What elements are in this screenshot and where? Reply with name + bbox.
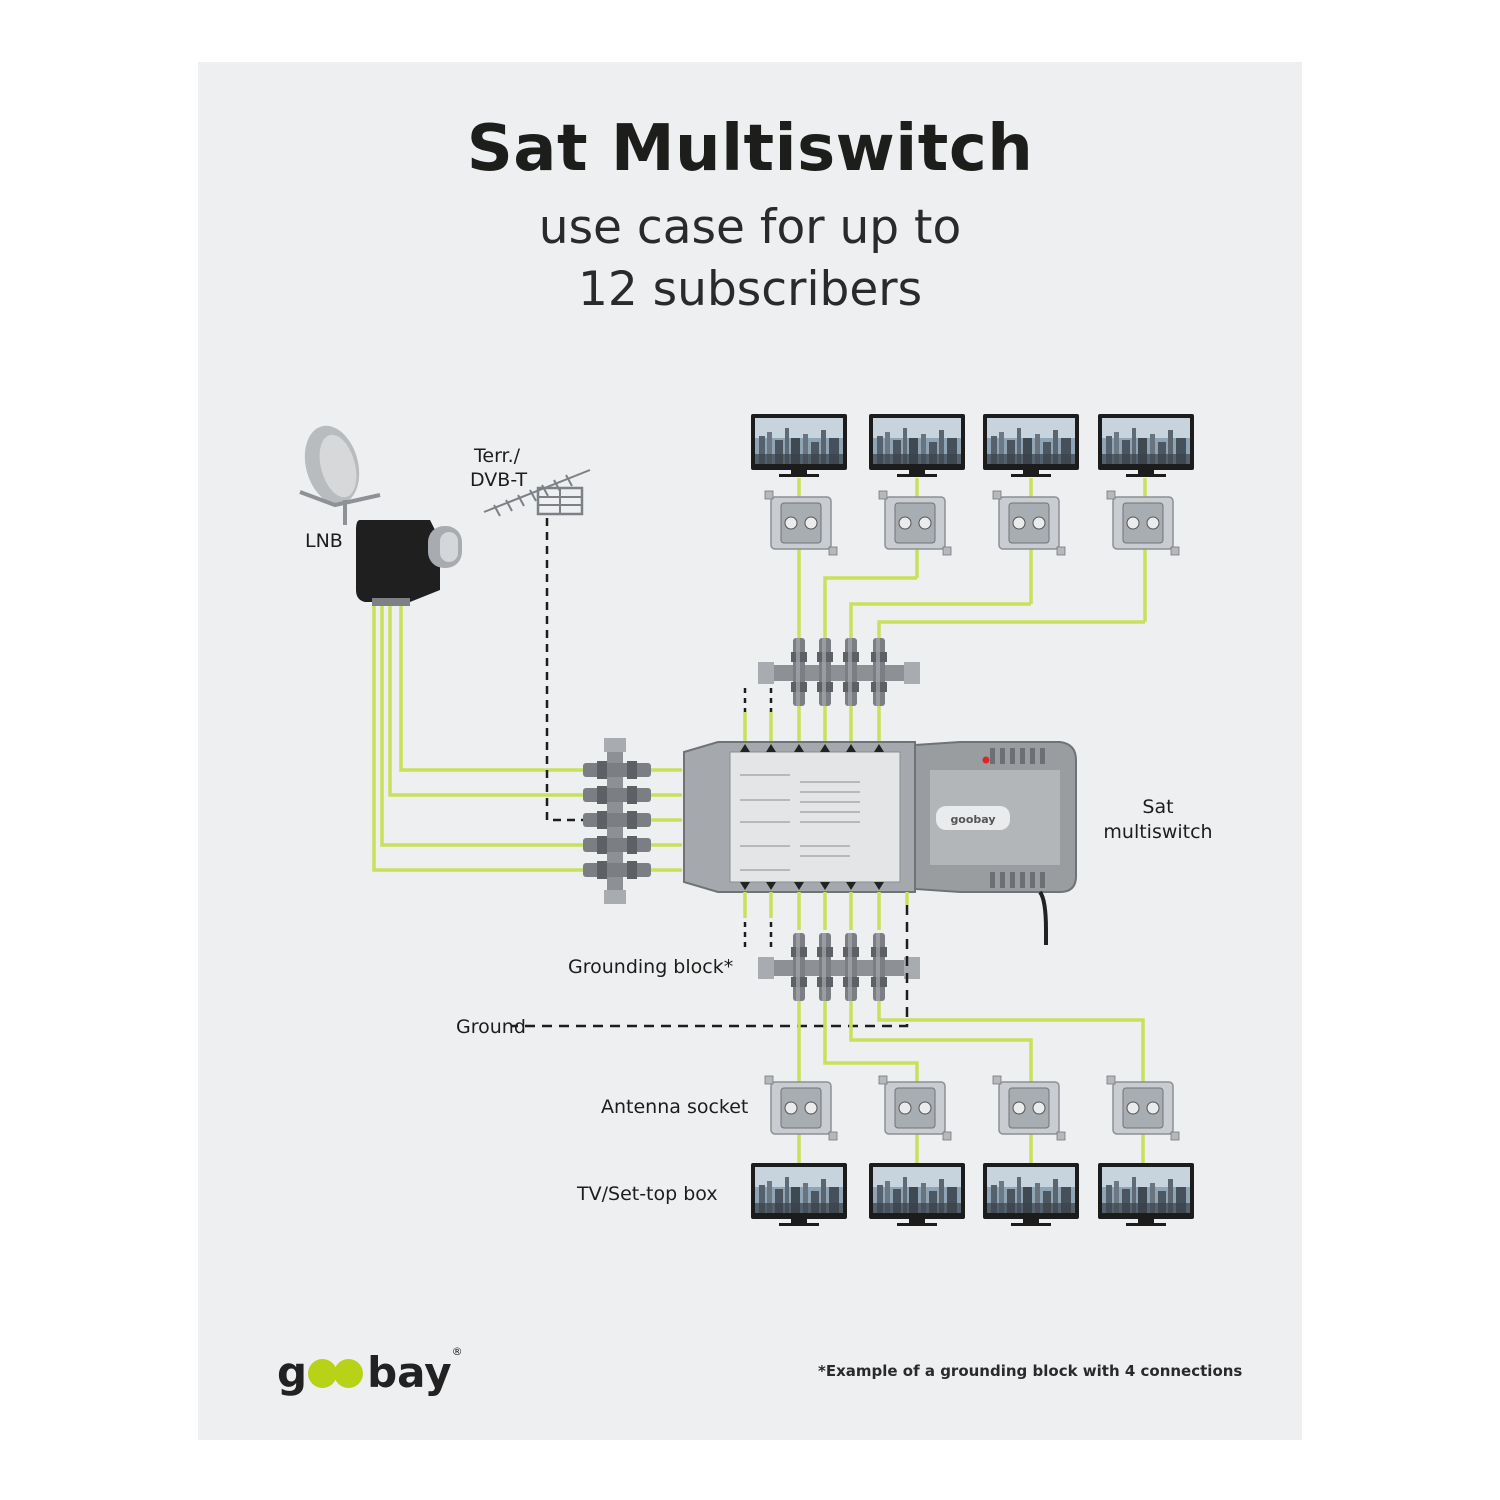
lnb-icon — [356, 520, 462, 606]
sat-label-line2: multiswitch — [1103, 821, 1213, 843]
terr-label: Terr./ — [474, 445, 521, 467]
logo-registered: ® — [451, 1345, 463, 1358]
terrestrial-antenna-icon — [483, 469, 591, 517]
logo-text-left: g — [277, 1348, 308, 1397]
antenna-socket-icon — [764, 490, 838, 556]
tv-icon — [1098, 414, 1194, 477]
antenna-socket-icon — [764, 1075, 838, 1141]
antenna-socket-icon — [878, 490, 952, 556]
grounding-block-icon — [583, 738, 651, 904]
page-subtitle-line2: 12 subscribers — [577, 262, 923, 317]
goobay-logo: g bay® — [277, 1345, 463, 1397]
tv-icon — [983, 1163, 1079, 1226]
antenna-socket-icon — [992, 1075, 1066, 1141]
page-subtitle-line1: use case for up to — [538, 200, 962, 255]
device-logo: goobay — [950, 813, 995, 826]
grounding-block-icon — [758, 638, 920, 706]
sat-label-line1: Sat — [1142, 796, 1174, 818]
antenna-socket-icon — [1106, 490, 1180, 556]
antenna-socket-icon — [878, 1075, 952, 1141]
footnote: *Example of a grounding block with 4 con… — [818, 1362, 1243, 1380]
tv-icon — [869, 1163, 965, 1226]
tv-icon — [751, 414, 847, 477]
tv-icon — [751, 1163, 847, 1226]
multiswitch-icon — [683, 741, 1077, 945]
grounding-block-label: Grounding block* — [568, 956, 734, 978]
logo-text-right: bay — [367, 1348, 452, 1397]
antenna-socket-label: Antenna socket — [601, 1096, 749, 1118]
grounding-block-icon — [758, 933, 920, 1001]
ground-label: Ground — [456, 1016, 526, 1038]
page-title: Sat Multiswitch — [466, 112, 1034, 186]
dvbt-label: DVB-T — [470, 469, 528, 491]
satellite-dish-icon — [299, 425, 381, 525]
tv-settop-label: TV/Set-top box — [577, 1183, 718, 1205]
tv-icon — [869, 414, 965, 477]
tv-icon — [983, 414, 1079, 477]
lnb-label: LNB — [305, 530, 343, 552]
logo-oo-icon — [308, 1356, 366, 1390]
antenna-socket-icon — [1106, 1075, 1180, 1141]
antenna-socket-icon — [992, 490, 1066, 556]
tv-icon — [1098, 1163, 1194, 1226]
